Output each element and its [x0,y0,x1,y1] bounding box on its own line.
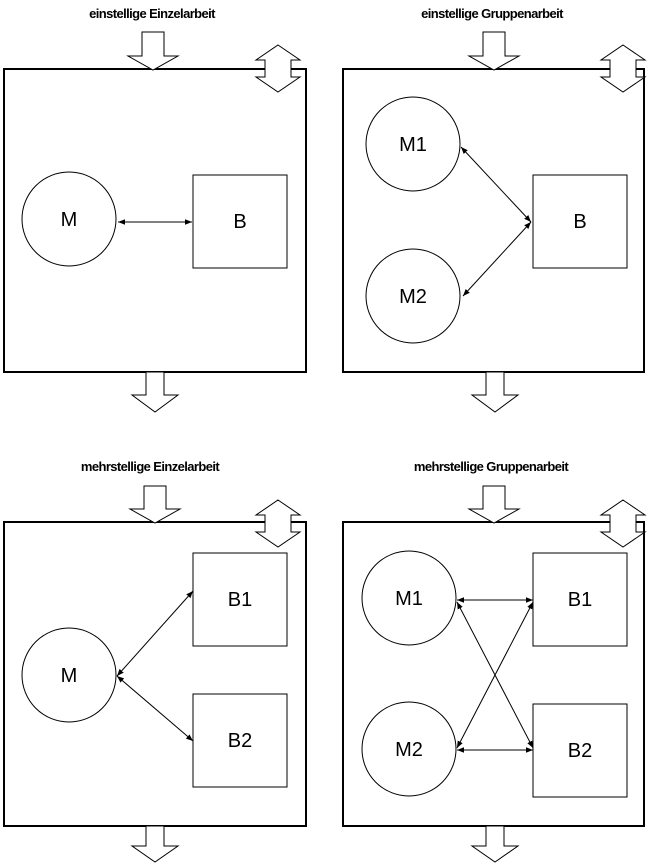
output-arrow [130,825,180,863]
link-m-b2 [116,675,194,742]
input-arrow [467,31,521,71]
link-m1-b [460,146,532,223]
resource-label-b: B [233,211,246,233]
panel-title: mehrstellige Einzelarbeit [81,459,220,474]
resource-square-b2 [192,693,288,788]
person-circle-m2 [365,248,461,344]
panel-mehrstellige-gruppenarbeit: mehrstellige Gruppenarbeit M1 M2 B1 B2 [342,459,647,863]
resource-square-b [192,174,288,269]
panel-einstellige-einzelarbeit: einstellige Einzelarbeit M B [3,6,307,413]
resource-square-b [532,174,628,269]
input-arrow [467,485,521,524]
person-label-m1: M1 [399,134,427,156]
link-m2-b1 [456,601,534,749]
person-circle-m2 [361,701,457,797]
panel-title: einstellige Gruppenarbeit [421,6,564,21]
exchange-double-arrow [599,499,647,548]
resource-square-b1 [192,552,288,647]
person-circle-m1 [365,96,461,192]
person-circle-m [21,171,117,267]
panel-mehrstellige-einzelarbeit: mehrstellige Einzelarbeit M B1 B2 [3,459,307,863]
exchange-double-arrow [254,44,302,93]
link-m2-b [462,221,532,297]
person-label-m: M [61,665,78,687]
input-arrow [126,31,180,71]
person-label-m2: M2 [395,739,423,761]
output-arrow [470,825,520,863]
resource-label-b2: B2 [568,740,592,762]
resource-label-b: B [573,211,586,233]
link-m-b1 [116,590,194,677]
exchange-double-arrow [599,44,647,93]
panel-title: mehrstellige Gruppenarbeit [414,459,569,474]
person-label-m: M [61,209,78,231]
exchange-double-arrow [254,499,302,548]
resource-label-b1: B1 [228,589,252,611]
person-circle-m [21,627,117,723]
resource-square-b2 [532,703,628,798]
person-label-m1: M1 [395,588,423,610]
input-arrow [128,485,182,524]
panel-einstellige-gruppenarbeit: einstellige Gruppenarbeit M1 M2 B [342,6,647,413]
person-label-m2: M2 [399,286,427,308]
output-arrow [470,371,520,413]
panel-title: einstellige Einzelarbeit [89,6,216,21]
resource-label-b2: B2 [228,730,252,752]
resource-square-b1 [532,552,628,647]
resource-label-b1: B1 [568,589,592,611]
output-arrow [130,371,180,413]
person-circle-m1 [361,550,457,646]
